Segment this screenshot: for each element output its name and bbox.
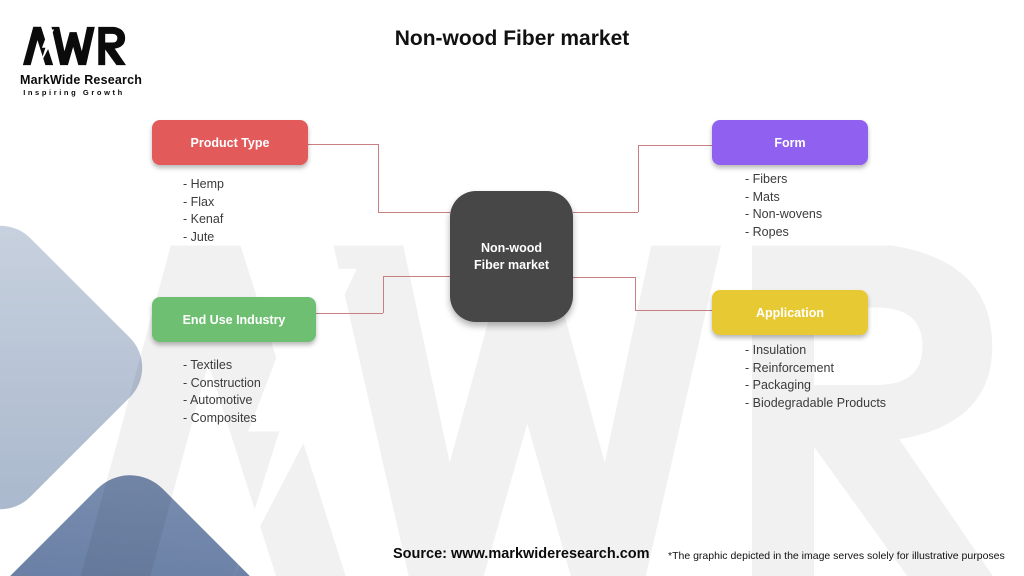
- list-item: - Hemp: [183, 177, 224, 191]
- logo-company-name: MarkWide Research: [20, 73, 143, 87]
- connector-product-type: [378, 212, 450, 213]
- list-item: - Jute: [183, 229, 215, 244]
- connector-application: [635, 277, 636, 310]
- list-item: - Packaging: [745, 378, 812, 393]
- connector-end-use: [383, 276, 450, 277]
- connector-end-use: [383, 276, 384, 313]
- category-box-form: Form: [712, 120, 868, 165]
- list-item: - Fibers: [745, 172, 788, 186]
- connector-application: [635, 310, 712, 311]
- list-item: - Insulation: [745, 343, 807, 357]
- application-items: - Insulation - Reinforcement - Packaging…: [745, 342, 886, 412]
- list-item: - Composites: [183, 410, 257, 425]
- list-item: - Biodegradable Products: [745, 395, 887, 410]
- list-item: - Mats: [745, 189, 780, 204]
- category-box-application: Application: [712, 290, 868, 335]
- connector-product-type: [308, 144, 378, 145]
- list-item: - Kenaf: [183, 212, 224, 227]
- markwide-logo: MarkWide Research Inspiring Growth: [20, 24, 143, 97]
- connector-application: [573, 277, 635, 278]
- connector-form: [638, 145, 712, 146]
- category-box-product-type: Product Type: [152, 120, 308, 165]
- category-label: Application: [755, 305, 825, 320]
- product-type-items: - Hemp - Flax - Kenaf - Jute: [183, 176, 224, 246]
- list-item: - Construction: [183, 375, 261, 390]
- form-items: - Fibers - Mats - Non-wovens - Ropes: [745, 171, 822, 241]
- list-item: - Reinforcement: [745, 360, 834, 375]
- connector-product-type: [378, 144, 379, 212]
- category-box-end-use-industry: End Use Industry: [152, 297, 316, 342]
- list-item: - Non-wovens: [745, 207, 823, 222]
- end-use-industry-items: - Textiles - Construction - Automotive -…: [183, 357, 261, 427]
- list-item: - Flax: [183, 194, 215, 209]
- connector-end-use: [316, 313, 383, 314]
- connector-form: [573, 212, 638, 213]
- category-label: Form: [774, 135, 806, 150]
- source-text: Source: www.markwideresearch.com: [393, 546, 650, 562]
- list-item: - Automotive: [183, 393, 253, 408]
- disclaimer-text: *The graphic depicted in the image serve…: [668, 550, 1005, 562]
- center-node-label: Non-wood Fiber market: [473, 240, 550, 272]
- center-node: Non-wood Fiber market: [450, 191, 573, 322]
- page-title: Non-wood Fiber market: [394, 27, 630, 50]
- category-label: Product Type: [190, 135, 270, 150]
- logo-tagline: Inspiring Growth: [23, 88, 125, 97]
- category-label: End Use Industry: [182, 312, 286, 327]
- connector-form: [638, 145, 639, 212]
- list-item: - Ropes: [745, 224, 789, 239]
- list-item: - Textiles: [183, 358, 233, 372]
